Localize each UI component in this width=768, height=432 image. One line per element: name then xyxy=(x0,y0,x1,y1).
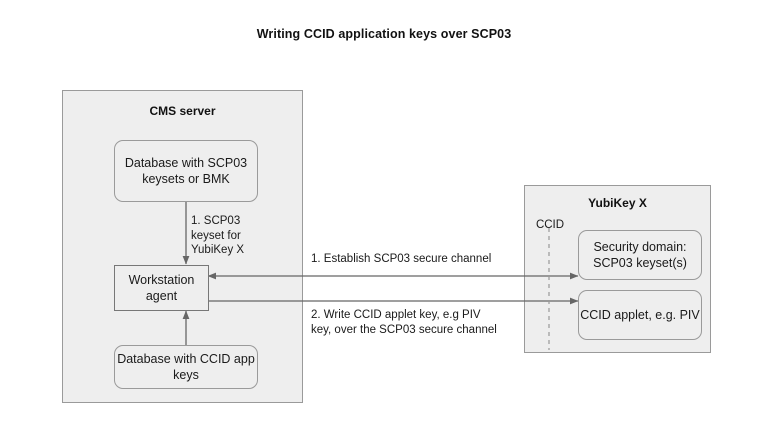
cms-server-title: CMS server xyxy=(149,104,216,118)
ccid-lane-label: CCID xyxy=(535,219,565,231)
edge-label-scp03-keyset: 1. SCP03 keyset for YubiKey X xyxy=(191,215,245,256)
ccid-applet-node: CCID applet, e.g. PIV xyxy=(578,290,702,340)
ccid-applet-label: CCID applet, e.g. PIV xyxy=(580,308,700,322)
diagram-title: Writing CCID application keys over SCP03 xyxy=(256,27,512,41)
database-scp03-keysets-label: Database with SCP03 keysets or BMK xyxy=(124,156,248,186)
edge-label-establish-channel: 1. Establish SCP03 secure channel xyxy=(311,253,492,265)
database-ccid-app-keys-node: Database with CCID app keys xyxy=(114,345,258,389)
database-scp03-keysets-node: Database with SCP03 keysets or BMK xyxy=(114,140,258,202)
workstation-agent-label: Workstation agent xyxy=(128,273,195,303)
security-domain-label: Security domain: SCP03 keyset(s) xyxy=(593,240,687,270)
workstation-agent-node: Workstation agent xyxy=(114,265,209,311)
security-domain-node: Security domain: SCP03 keyset(s) xyxy=(578,230,702,280)
database-ccid-app-keys-label: Database with CCID app keys xyxy=(117,352,255,382)
edge-label-write-applet-key: 2. Write CCID applet key, e.g PIV key, o… xyxy=(311,309,497,336)
yubikey-title: YubiKey X xyxy=(588,196,647,210)
